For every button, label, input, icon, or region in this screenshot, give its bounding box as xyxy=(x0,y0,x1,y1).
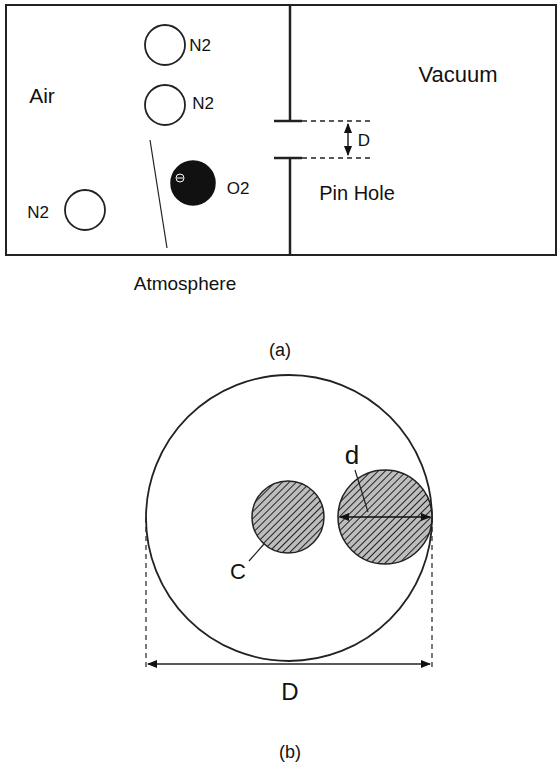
extension-line xyxy=(145,518,146,670)
region-label: Vacuum xyxy=(418,64,497,86)
pinhole-dashed-line xyxy=(302,157,370,159)
panel-label: (b) xyxy=(279,743,301,761)
dimension-label: D xyxy=(358,132,370,149)
dimension-label: D xyxy=(281,680,298,704)
leader-line xyxy=(355,470,368,512)
dimension-arrow xyxy=(340,516,430,518)
molecule-label: N2 xyxy=(27,204,49,221)
extension-line xyxy=(431,518,432,670)
nitrogen-molecule xyxy=(65,190,105,230)
part-label: C xyxy=(230,561,246,583)
part-label: Pin Hole xyxy=(319,183,395,203)
leader-line xyxy=(150,140,167,248)
region-label: Air xyxy=(29,85,55,106)
wall-lower xyxy=(289,158,292,255)
charge-mark xyxy=(176,174,184,182)
wall-lip xyxy=(274,120,302,123)
nitrogen-molecule xyxy=(145,85,185,125)
molecule-label: N2 xyxy=(189,37,211,54)
oxygen-molecule xyxy=(171,161,215,205)
pinhole-dashed-line xyxy=(302,120,370,122)
wall-upper xyxy=(289,5,292,121)
chamber-frame xyxy=(6,5,556,255)
molecule-label: O2 xyxy=(227,180,250,197)
region-label: Atmosphere xyxy=(134,274,236,293)
dimension-arrow xyxy=(347,124,349,155)
leader-line xyxy=(249,544,264,561)
nitrogen-molecule xyxy=(145,25,185,65)
wall-lip xyxy=(274,157,302,160)
molecule-label: N2 xyxy=(192,95,214,112)
panel-label: (a) xyxy=(269,341,291,359)
dimension-label: d xyxy=(345,442,359,468)
pinhole-outline xyxy=(146,375,432,661)
dimension-arrow xyxy=(148,663,430,665)
large-particle xyxy=(338,470,432,564)
small-particle xyxy=(252,481,324,553)
charge-mark xyxy=(177,178,183,179)
